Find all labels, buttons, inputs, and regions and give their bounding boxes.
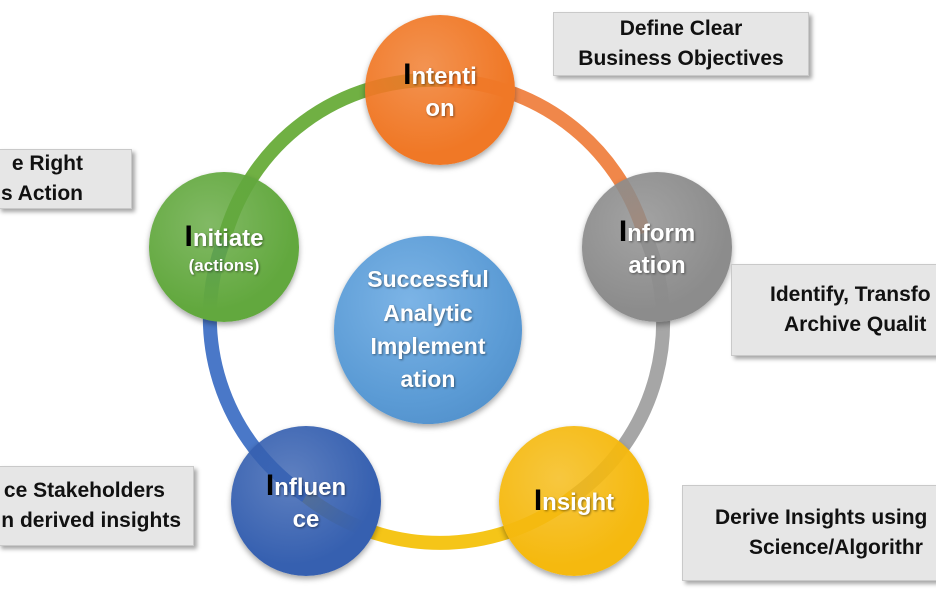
node-initiate-label-2: (actions) bbox=[188, 256, 260, 276]
node-influence-label-2: ce bbox=[292, 505, 320, 533]
node-intention-initial: I bbox=[403, 58, 412, 92]
callout-intention-line-2: Business Objectives bbox=[578, 47, 784, 70]
node-intention-label-2: on bbox=[425, 94, 455, 122]
center-line-3: Implement bbox=[370, 333, 486, 359]
callout-insight-line-1: Derive Insights using bbox=[715, 505, 928, 529]
node-influence-label: nfluen bbox=[274, 474, 347, 502]
center-circle: Successful Analytic Implement ation bbox=[334, 236, 522, 424]
callout-intention-line-1: Define Clear bbox=[619, 16, 743, 40]
node-insight-label: nsight bbox=[542, 489, 615, 517]
node-information-label-2: ation bbox=[628, 251, 686, 279]
callout-initiate-line-1: e Right bbox=[11, 151, 83, 175]
node-initiate: Initiate (actions) bbox=[149, 172, 299, 322]
node-information: Inform ation bbox=[582, 172, 732, 322]
callout-information: Identify, Transfo Archive Qualit bbox=[731, 264, 936, 356]
callout-information-line-1: Identify, Transfo bbox=[770, 282, 931, 306]
callout-influence-line-2: n derived insights bbox=[1, 509, 181, 532]
node-influence: Influen ce bbox=[231, 426, 381, 576]
node-information-label: nform bbox=[627, 220, 696, 248]
node-influence-initial: I bbox=[265, 469, 275, 503]
node-intention: Intenti on bbox=[365, 15, 515, 165]
callout-insight: Derive Insights using Science/Algorithr bbox=[682, 485, 936, 581]
callout-influence-line-1: ce Stakeholders bbox=[3, 478, 165, 502]
node-intention-label: ntenti bbox=[411, 63, 477, 91]
callout-information-line-2: Archive Qualit bbox=[784, 313, 927, 336]
node-insight-initial: I bbox=[533, 484, 543, 518]
callout-insight-line-2: Science/Algorithr bbox=[749, 536, 923, 559]
callout-initiate-line-2: s Action bbox=[0, 182, 83, 205]
center-line-2: Analytic bbox=[383, 299, 473, 326]
center-line-1: Successful bbox=[367, 266, 489, 293]
node-initiate-initial: I bbox=[184, 219, 193, 253]
callout-initiate: e Right s Action bbox=[0, 149, 132, 209]
center-line-4: ation bbox=[400, 366, 456, 393]
callout-intention: Define Clear Business Objectives bbox=[553, 12, 809, 76]
node-initiate-label: nitiate bbox=[192, 224, 264, 252]
node-information-initial: I bbox=[618, 215, 628, 249]
callout-influence: ce Stakeholders n derived insights bbox=[0, 466, 194, 546]
node-insight: Insight bbox=[499, 426, 649, 576]
